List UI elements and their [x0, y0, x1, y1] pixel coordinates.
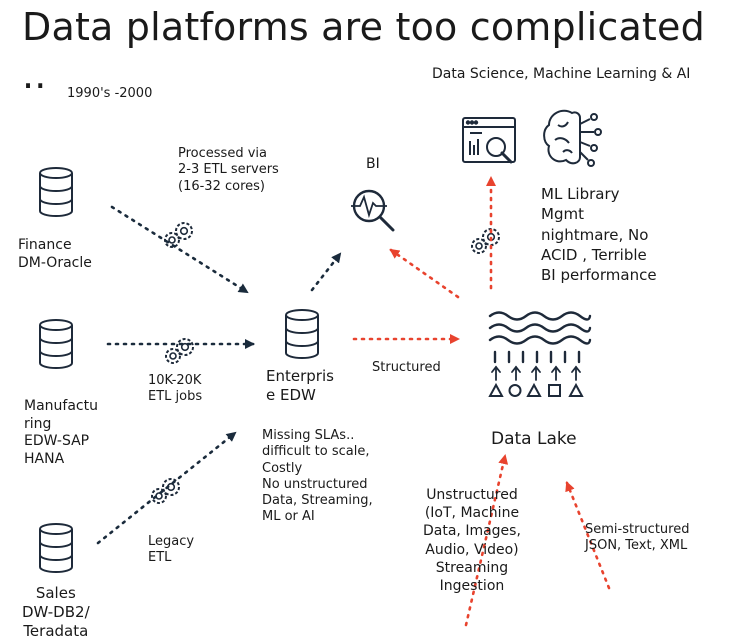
manufacturing-database-icon	[39, 319, 73, 369]
gears-icon	[164, 222, 193, 248]
semi-structured-annotation: Semi-structured JSON, Text, XML	[585, 522, 690, 554]
gears-icon	[165, 338, 194, 364]
semi-structured-to-lake-arrow	[565, 481, 611, 590]
gears-icon	[471, 228, 500, 254]
bi-magnifier-icon	[351, 189, 395, 232]
unstructured-annotation: Unstructured (IoT, Machine Data, Images,…	[423, 487, 521, 594]
edw-to-bi-arrow	[310, 252, 342, 292]
ai-brain-icon	[543, 109, 602, 167]
sales-to-edw-arrow	[96, 431, 237, 545]
etl-jobs-annotation: 10K-20K ETL jobs	[148, 373, 203, 405]
analytics-dashboard-icon	[462, 117, 516, 164]
ml-issues-label: ML Library Mgmt nightmare, No ACID , Ter…	[541, 185, 657, 284]
structured-annotation: Structured	[372, 360, 441, 375]
data-lake-label: Data Lake	[491, 429, 577, 449]
sales-database-icon	[39, 523, 73, 573]
finance-to-edw-arrow	[110, 205, 249, 294]
edw-label: Enterpris e EDW	[266, 367, 334, 404]
ds-ml-ai-label: Data Science, Machine Learning & AI	[432, 66, 691, 82]
finance-source-label: Finance DM-Oracle	[18, 237, 92, 271]
page-title: Data platforms are too complicated ..	[22, 5, 705, 97]
finance-database-icon	[39, 167, 73, 217]
data-lake-icon	[488, 311, 592, 397]
processed-annotation: Processed via 2-3 ETL servers (16-32 cor…	[178, 146, 279, 194]
edw-issues-label: Missing SLAs.. difficult to scale, Costl…	[262, 428, 373, 525]
era-label: 1990's -2000	[67, 86, 153, 101]
lake-to-bi-arrow	[389, 248, 460, 299]
sales-source-label: Sales DW-DB2/ Teradata	[22, 584, 90, 640]
legacy-etl-annotation: Legacy ETL	[148, 534, 195, 566]
bi-label: BI	[366, 156, 380, 172]
edw-database-icon	[285, 309, 319, 359]
unstructured-to-lake-arrow	[464, 454, 509, 627]
manufacturing-source-label: Manufactu ring EDW-SAP HANA	[24, 398, 98, 467]
